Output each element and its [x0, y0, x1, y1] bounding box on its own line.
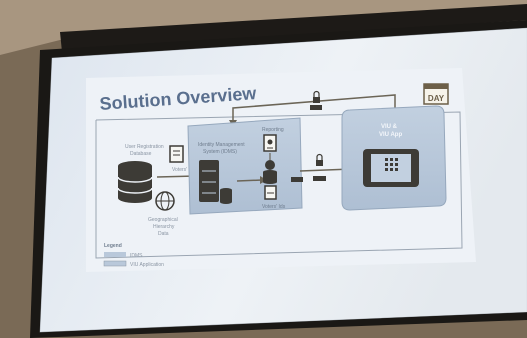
- flow-arrow-2: [236, 179, 263, 182]
- geo-label-3: Data: [158, 231, 169, 237]
- voter-id-label: Voters' Ids: [262, 204, 286, 210]
- lock-icon-2: [316, 153, 323, 166]
- database-icon: [117, 161, 153, 203]
- geo-label-2: Hierarchy: [153, 224, 175, 230]
- app-label-2: VIU App: [379, 132, 402, 138]
- key-icon-3: [313, 176, 326, 181]
- coin-database-icon: [263, 160, 277, 184]
- idms-label-1: Identity Management: [198, 142, 245, 148]
- key-icon: [310, 105, 322, 110]
- report-icon: [263, 134, 277, 152]
- document-icon: [169, 145, 184, 163]
- geo-label-1: Geographical: [148, 217, 178, 223]
- id-card-icon: [264, 185, 277, 200]
- legend-title: Legend: [104, 243, 122, 249]
- small-database-icon: [220, 188, 232, 204]
- flow-voter-label: Voters' data: [172, 167, 198, 173]
- lock-icon: [313, 90, 320, 103]
- reporting-label: Reporting: [262, 127, 284, 133]
- legend-item-1: IDMS: [130, 253, 143, 259]
- legend-swatch-1: [104, 252, 126, 257]
- globe-icon: [155, 191, 175, 211]
- idms-label-2: System (IDMS): [203, 149, 237, 155]
- app-label-1: VIU &: [381, 124, 398, 130]
- legend-swatch-2: [103, 260, 127, 267]
- key-icon-2: [291, 177, 303, 182]
- screen-housing: [60, 4, 527, 52]
- tablet-icon: [363, 149, 419, 187]
- legend-item-2: VIU Application: [130, 262, 164, 268]
- event-badge-icon: DAY: [423, 83, 449, 105]
- badge-word: DAY: [428, 94, 445, 103]
- diagram-boundary: [95, 111, 463, 259]
- source-label-2: Database: [130, 151, 152, 157]
- server-icon: [199, 160, 219, 202]
- source-label-1: User Registration: [125, 144, 164, 150]
